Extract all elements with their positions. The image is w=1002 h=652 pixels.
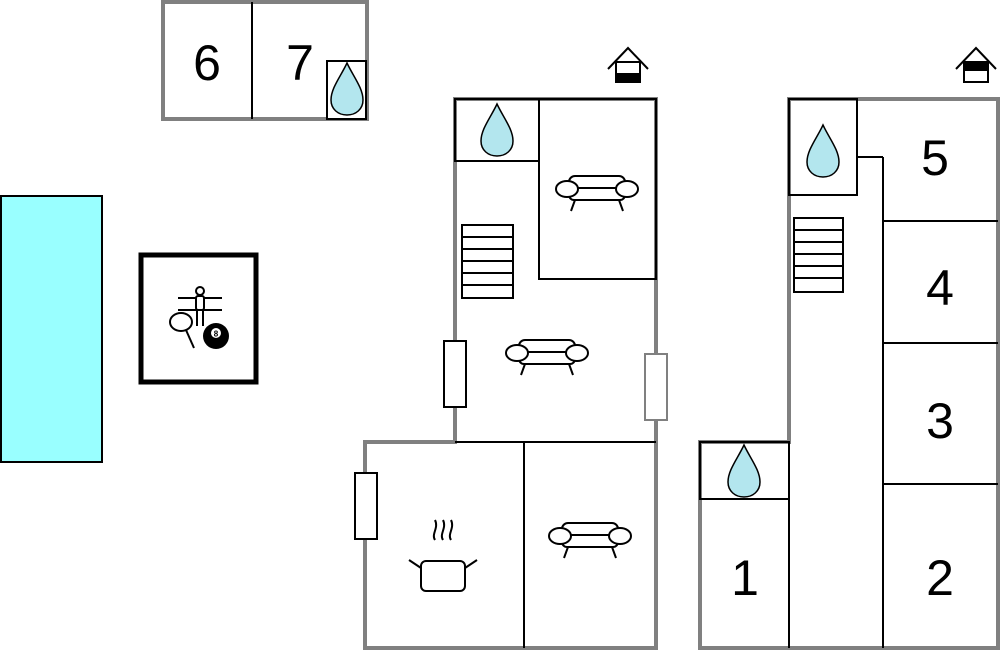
water-drop-icon: [727, 443, 761, 498]
water-drop-icon: [806, 123, 840, 178]
ground-floor: [354, 46, 668, 650]
house-ground-floor-icon: [607, 46, 649, 83]
stairs-icon: [461, 224, 514, 299]
room-number-7: 7: [286, 35, 314, 91]
room-number-5: 5: [921, 130, 949, 186]
sofa-icon: [548, 522, 632, 559]
window-icon: [354, 472, 378, 540]
window-icon: [443, 340, 467, 408]
annex-building: 6 7: [161, 0, 369, 121]
table-tennis-foosball-billiards-icon: 8: [169, 286, 229, 349]
room-number-4: 4: [926, 260, 954, 316]
house-upper-floor-icon: [955, 46, 997, 83]
sofa-icon: [555, 175, 639, 212]
water-drop-icon: [480, 102, 514, 157]
room-number-6: 6: [193, 35, 221, 91]
room-number-2: 2: [926, 550, 954, 606]
sofa-icon: [505, 339, 589, 376]
game-room: 8: [138, 252, 259, 385]
swimming-pool: [0, 195, 103, 463]
upper-floor: 5 4 3 2 1: [698, 46, 1000, 650]
room-number-3: 3: [926, 393, 954, 449]
cooking-pot-icon: [408, 519, 478, 592]
room-number-1: 1: [731, 550, 759, 606]
billiard-ball-number: 8: [214, 330, 219, 339]
window-icon: [644, 353, 668, 421]
stairs-icon: [793, 217, 844, 293]
water-drop-icon: [330, 61, 364, 116]
